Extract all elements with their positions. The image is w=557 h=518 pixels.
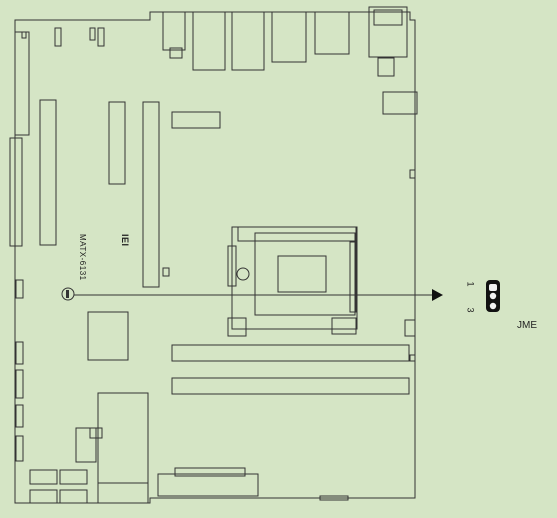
jumper-pin-1-label: 1 xyxy=(465,281,476,287)
board-logo-text: IEI xyxy=(120,234,130,247)
jme-jumper xyxy=(486,280,500,312)
board-model-label: MATX-6131 xyxy=(78,234,87,281)
cpu-socket xyxy=(227,226,358,337)
jumper-location-circle xyxy=(61,287,75,301)
pointer-arrow-head xyxy=(432,289,443,301)
memory-slots xyxy=(171,344,410,395)
rear-io xyxy=(162,6,418,115)
jumper-name-label: JME xyxy=(517,320,537,331)
jumper-pin-3-label: 3 xyxy=(465,307,476,313)
chipset xyxy=(87,169,416,362)
left-headers xyxy=(9,27,105,299)
expansion-slots xyxy=(39,99,221,288)
lower-components xyxy=(15,267,349,504)
